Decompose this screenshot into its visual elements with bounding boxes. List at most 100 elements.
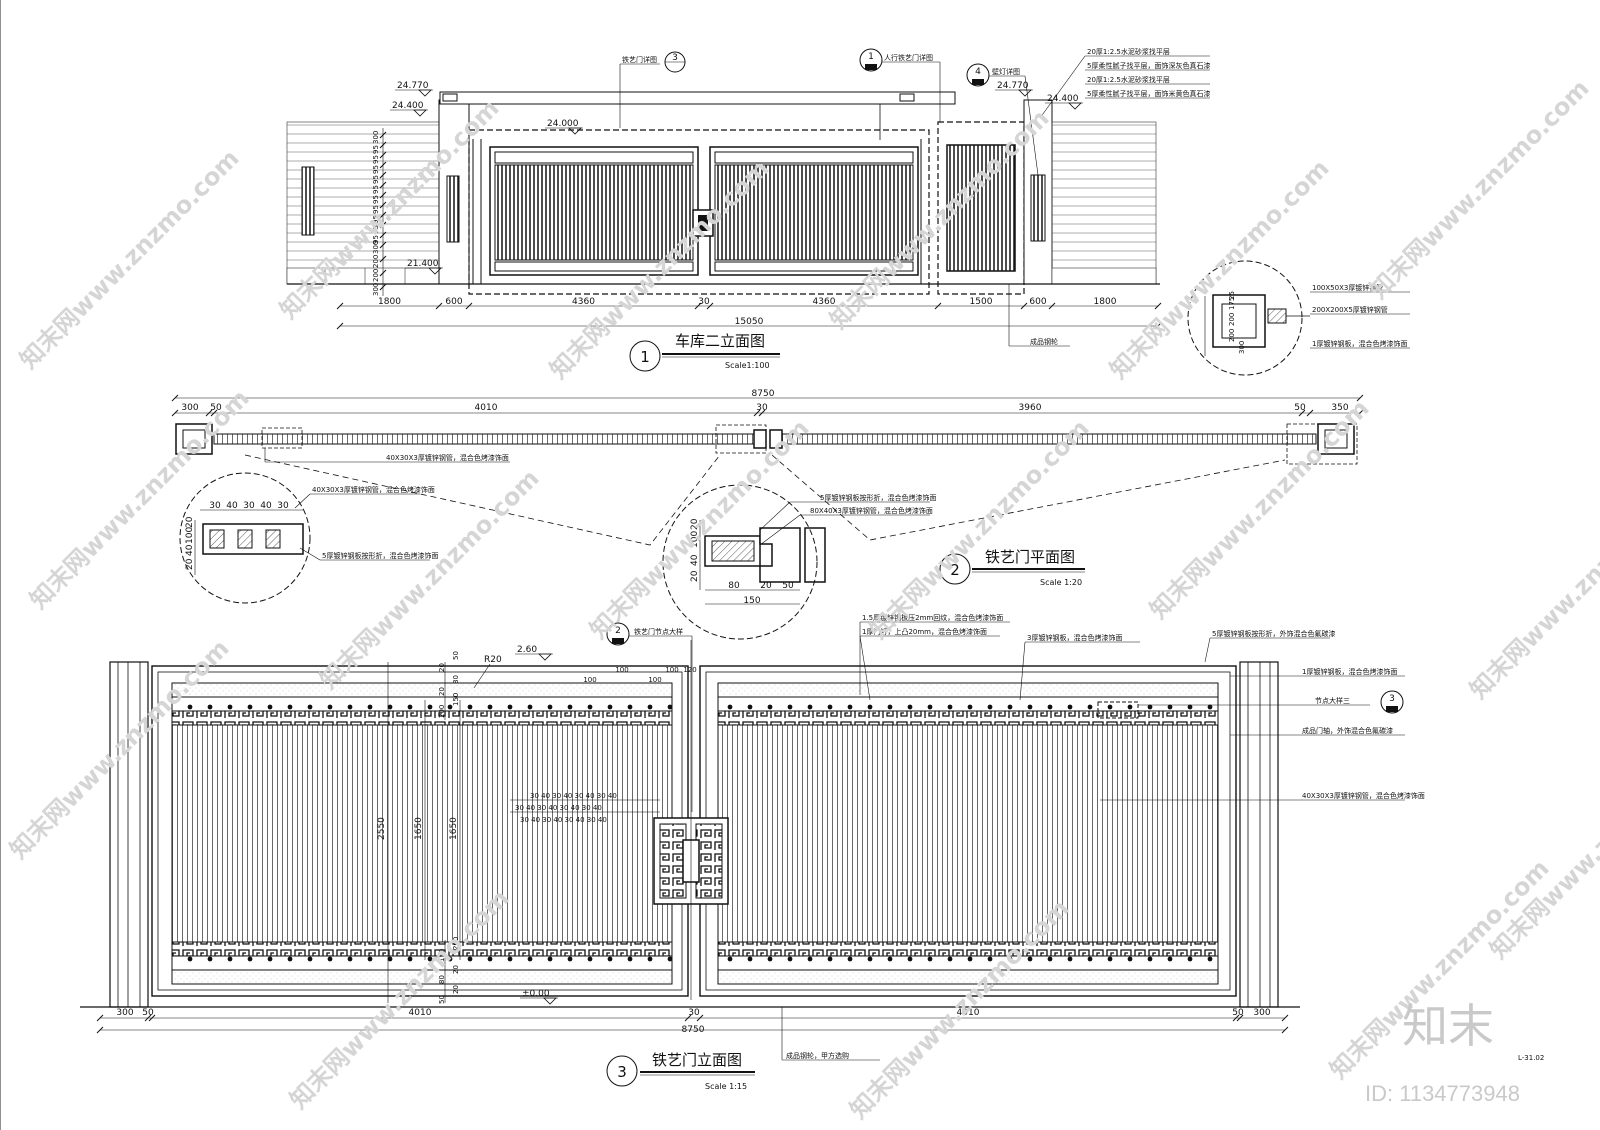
e3-dim-row-top: 80 — [452, 675, 460, 684]
watermark-text: 知末网www.znzmo.com — [1464, 474, 1600, 704]
e3-note-right: 成品门轴，外饰混合色氟碳漆 — [1302, 726, 1393, 735]
plan2-center-dim-side: 40 — [690, 554, 700, 566]
e3-dim-row-top: 50 — [452, 651, 460, 660]
svg-text:40X30X3厚镀锌钢管，混合色烤漆饰面: 40X30X3厚镀锌钢管，混合色烤漆饰面 — [312, 485, 435, 494]
e3-dim-bottom: 4010 — [409, 1008, 432, 1018]
e3-dim-pattern: 120 — [683, 666, 696, 674]
e1-dim-bottom: 4360 — [572, 297, 595, 307]
e3-dim-pattern: 100 — [648, 676, 661, 684]
e1-level: 24.400 — [392, 101, 424, 111]
watermark-text: 知末网www.znzmo.com — [14, 144, 244, 374]
canopy-beam — [439, 91, 956, 105]
e1-note: 5厚柔性腻子找平层，面饰米黄色真石漆 — [1087, 89, 1210, 98]
e3-scale: Scale 1:15 — [705, 1082, 747, 1091]
e1-level: 24.000 — [547, 119, 579, 129]
detail-right-dim: 25 — [1228, 291, 1236, 300]
e3-level-top: 2.60 — [517, 645, 537, 655]
e3-dim-row-bottom: 80 — [438, 975, 446, 984]
svg-text:5厚镀锌钢板按形折，混合色烤漆饰面: 5厚镀锌钢板按形折，混合色烤漆饰面 — [820, 493, 936, 502]
e3-note-top: 1厚门钉，上凸20mm，混合色烤漆饰面 — [862, 627, 987, 636]
e3-level-bottom: ±0.00 — [522, 989, 550, 999]
e1-title-number-circle — [629, 340, 661, 372]
svg-text:1: 1 — [868, 52, 874, 62]
watermark-text: 知末网www.znzmo.com — [1144, 394, 1374, 624]
plan2-dim: 3960 — [1019, 403, 1042, 413]
plan2-scale: Scale 1:20 — [1040, 578, 1082, 587]
svg-text:铁艺门节点大样: 铁艺门节点大样 — [634, 627, 683, 636]
e1-dim-left: 95 — [372, 195, 380, 204]
detail-right-note: 200X200X5厚镀锌钢管 — [1312, 305, 1388, 314]
e3-note-right: 1厚镀锌钢板，混合色烤漆饰面 — [1302, 667, 1397, 676]
detail-right-dim: 200 — [1228, 313, 1236, 326]
svg-text:成品钢轮，甲方选购: 成品钢轮，甲方选购 — [786, 1051, 849, 1060]
plan2-dim: 4010 — [475, 403, 498, 413]
e3-dim-bottom: 300 — [116, 1008, 133, 1018]
svg-text:R20: R20 — [484, 655, 502, 665]
plan2-dim: 300 — [181, 403, 198, 413]
e3-dim-height: 1650 — [414, 817, 424, 840]
e3-callout-node3: 节点大样三 3 — [1097, 690, 1404, 719]
plan2-center-dim: 80 — [728, 581, 740, 591]
plan2-left-dim-top: 30 — [277, 501, 289, 511]
note-track-e1: 成品钢轮 — [1008, 284, 1070, 347]
e3-dim-row-top: 200 — [438, 705, 446, 718]
e3-dim-bottom: 50 — [142, 1008, 154, 1018]
e3-dim-row-bottom: 20 — [452, 965, 460, 974]
e1-dim-left: 95 — [372, 235, 380, 244]
plan2-left-dim-side: 20 — [185, 516, 195, 528]
e3-level-top-mark — [538, 653, 552, 661]
detail-right-dim: 200 — [1228, 329, 1236, 342]
e1-total-dim: 15050 — [735, 317, 764, 327]
watermark-text: 知末网www.znzmo.com — [314, 464, 544, 694]
e1-dim-bottom: 1500 — [970, 297, 993, 307]
svg-text:30 40 30 40 30 40 30 40: 30 40 30 40 30 40 30 40 — [520, 816, 607, 824]
watermark-text: 知末网www.znzmo.com — [864, 414, 1094, 644]
post-left — [109, 661, 149, 1008]
svg-text:40X30X3厚镀锌钢管，混合色烤漆饰面: 40X30X3厚镀锌钢管，混合色烤漆饰面 — [386, 453, 509, 462]
plan2-dim: 50 — [210, 403, 222, 413]
e3-dim-row-bottom: 50 — [438, 995, 446, 1004]
e1-dim-bottom: 600 — [445, 297, 462, 307]
right-wall — [1051, 121, 1157, 285]
e1-dim-left: 95 — [372, 165, 380, 174]
sheet-code: L-31.02 — [1518, 1054, 1544, 1062]
plan2-center-dim-side: 20 — [690, 518, 700, 530]
e3-title-number: 3 — [617, 1063, 627, 1081]
svg-text:4: 4 — [975, 67, 981, 77]
e3-dim-height: 2550 — [377, 817, 387, 840]
detail-right-note: 100X50X3厚镀锌钢管 — [1312, 283, 1383, 292]
e1-level: 24.770 — [397, 81, 429, 91]
pedestrian-gate — [946, 144, 1016, 272]
e3-dim-row-top: 20 — [438, 663, 446, 672]
svg-text:150: 150 — [743, 596, 760, 606]
svg-text:3: 3 — [672, 53, 678, 63]
e3-title-number-circle — [606, 1055, 638, 1087]
e3-note-top: 5厚镀锌钢板按形折，外饰混合色氟碳漆 — [1212, 629, 1335, 638]
watermark-text: 知末网www.znzmo.com — [1484, 734, 1600, 964]
svg-text:80X40X3厚镀锌钢管，混合色烤漆饰面: 80X40X3厚镀锌钢管，混合色烤漆饰面 — [810, 506, 933, 515]
plan2-left-dim-top: 40 — [226, 501, 238, 511]
plan2-center-dim: 50 — [782, 581, 794, 591]
e1-dim-left: 200 — [372, 255, 380, 268]
plan2-left-dim-top: 40 — [260, 501, 272, 511]
callout-pedestrian-detail: 1 人行铁艺门详图 — [859, 48, 941, 122]
e3-dim-bottom: 300 — [1253, 1008, 1270, 1018]
watermark-id: ID: 1134773948 — [1365, 1081, 1520, 1106]
detail-right-dim: 175 — [1228, 297, 1236, 310]
plan2-dim: 350 — [1331, 403, 1348, 413]
svg-text:30 40 30 40 30 40 30 40: 30 40 30 40 30 40 30 40 — [530, 792, 617, 800]
e3-bar-spacing: 30 40 30 40 30 40 30 40 30 40 30 40 30 4… — [510, 792, 660, 824]
svg-text:30 40 30 40 30 40 30 40: 30 40 30 40 30 40 30 40 — [515, 804, 602, 812]
callout-gate-detail: 铁艺门详图 3 — [619, 51, 686, 128]
post-right — [1239, 661, 1279, 1008]
plan2-title-number-circle — [939, 553, 971, 585]
e3-dim-row-bottom: 200 — [452, 937, 460, 950]
e1-title: 车库二立面图 — [675, 332, 765, 350]
e1-title-number: 1 — [640, 348, 650, 366]
e3-callout-node: 2 铁艺门节点大样 — [606, 622, 693, 812]
